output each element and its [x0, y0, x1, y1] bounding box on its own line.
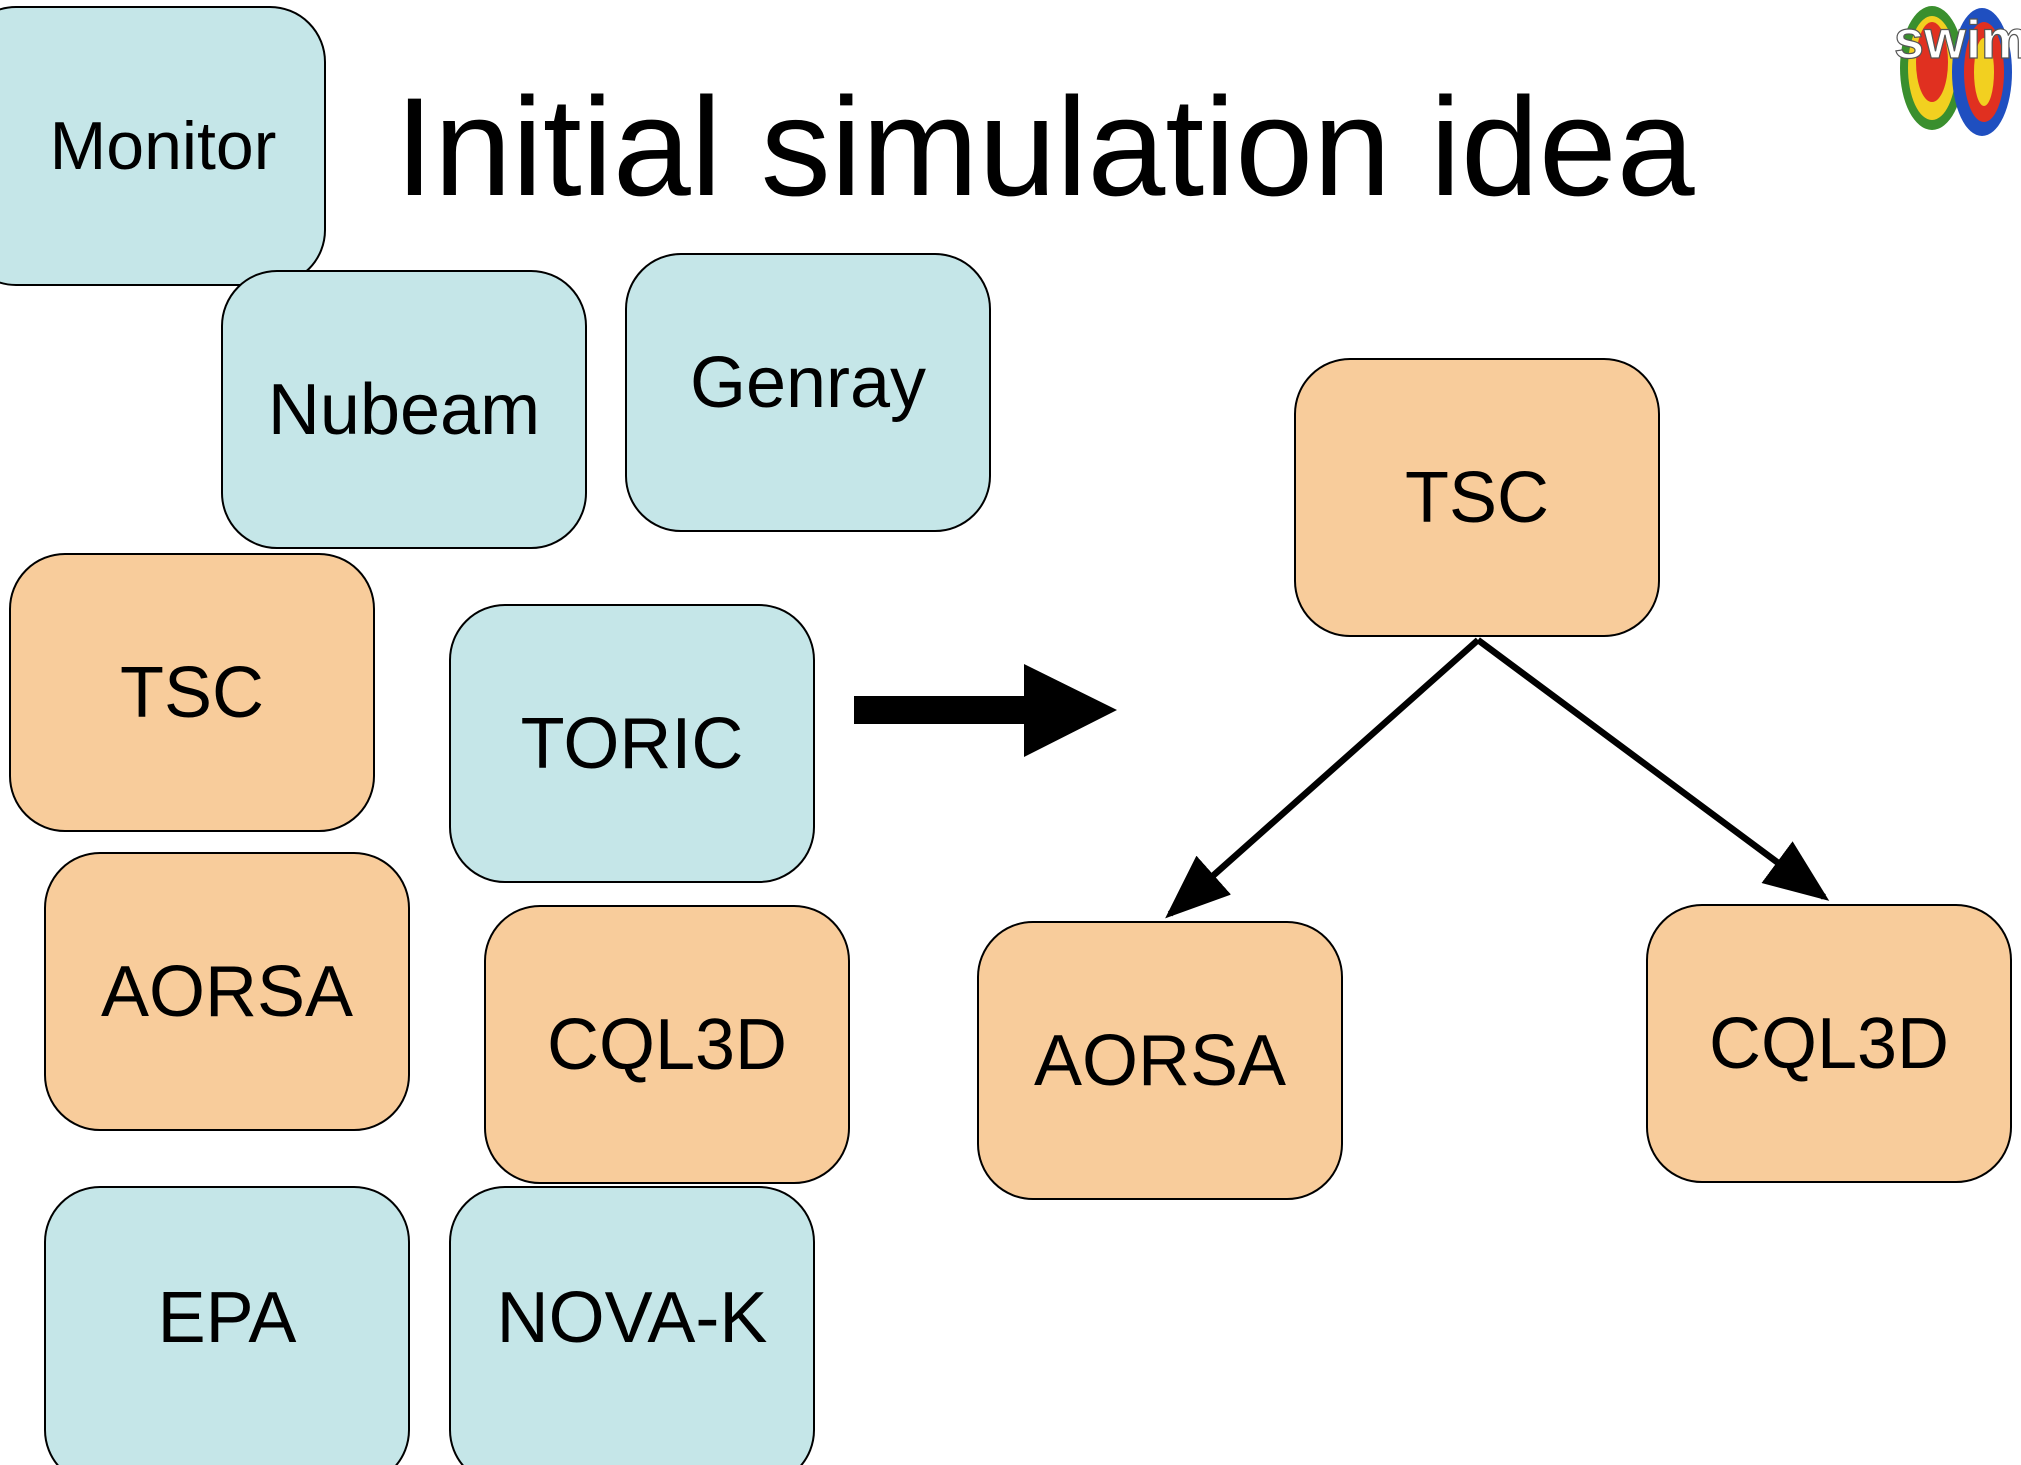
monitor-box: Monitor	[0, 6, 326, 286]
genray-label: Genray	[689, 342, 927, 423]
tsc-box-left: TSC	[9, 553, 375, 832]
swim-logo-graphic: swim	[1893, 6, 2021, 136]
aorsa-label-right: AORSA	[1033, 1020, 1287, 1101]
cql3d-box-right: CQL3D	[1646, 904, 2012, 1183]
aorsa-box-left: AORSA	[44, 852, 410, 1131]
tsc-to-cql3d-connector	[1476, 637, 1830, 901]
slide-title: Initial simulation idea	[395, 68, 1695, 225]
nubeam-label: Nubeam	[267, 369, 541, 450]
monitor-label: Monitor	[49, 108, 277, 184]
swim-logo: swim	[1892, 0, 2021, 140]
tsc-to-aorsa-connector	[1165, 637, 1481, 919]
cql3d-label-right: CQL3D	[1708, 1003, 1950, 1084]
transform-arrow	[854, 664, 1117, 757]
epa-box: EPA	[44, 1186, 410, 1465]
cql3d-box-left: CQL3D	[484, 905, 850, 1184]
aorsa-box-right: AORSA	[977, 921, 1343, 1200]
aorsa-label-left: AORSA	[100, 951, 354, 1032]
toric-label: TORIC	[520, 703, 744, 784]
nova-k-label: NOVA-K	[496, 1278, 768, 1358]
tsc-label-right: TSC	[1405, 457, 1549, 538]
epa-label: EPA	[157, 1278, 297, 1358]
swim-logo-text: swim	[1894, 10, 2021, 70]
genray-box: Genray	[625, 253, 991, 532]
tsc-box-right: TSC	[1294, 358, 1660, 637]
cql3d-label-left: CQL3D	[546, 1004, 788, 1085]
nova-k-box: NOVA-K	[449, 1186, 815, 1465]
nubeam-box: Nubeam	[221, 270, 587, 549]
tsc-label-left: TSC	[120, 652, 264, 733]
toric-box: TORIC	[449, 604, 815, 883]
